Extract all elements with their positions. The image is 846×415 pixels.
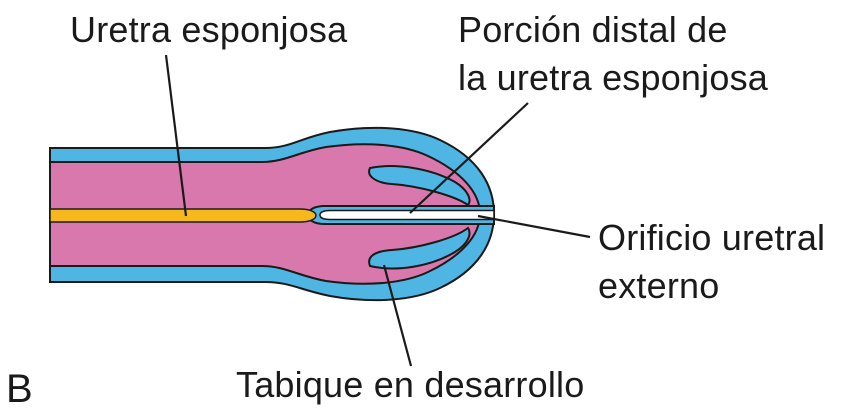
spongy-urethra-canal: [50, 209, 316, 222]
label-external-orifice-line1: Orificio uretral: [598, 216, 825, 260]
label-distal-portion-line1: Porción distal de: [458, 8, 728, 52]
label-external-orifice-line2: externo: [598, 264, 719, 308]
leader-line-external-orifice: [478, 216, 590, 237]
distal-urethra-lumen: [320, 211, 494, 220]
label-developing-septum: Tabique en desarrollo: [236, 363, 584, 407]
label-distal-portion-line2: la uretra esponjosa: [458, 56, 768, 100]
label-spongy-urethra: Uretra esponjosa: [70, 8, 347, 52]
panel-letter: B: [6, 366, 33, 412]
